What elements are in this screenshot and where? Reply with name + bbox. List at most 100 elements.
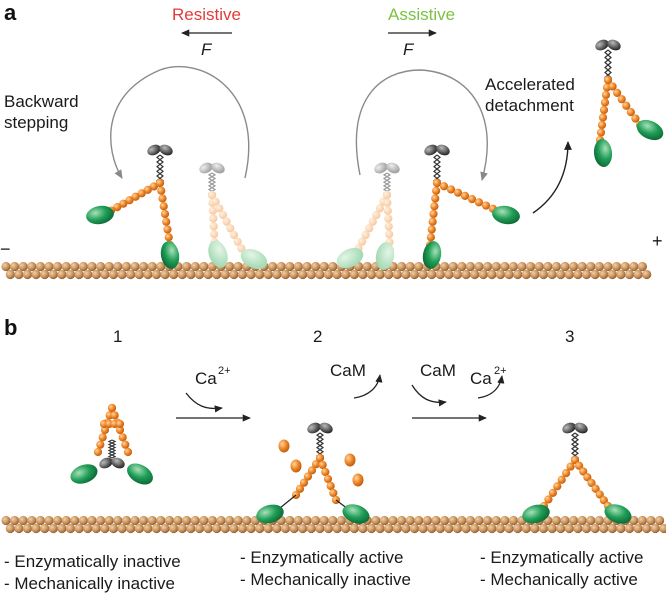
- actin-bead: [151, 523, 162, 534]
- lever-arm-bead: [208, 206, 217, 215]
- actin-bead: [87, 515, 97, 526]
- actin-bead: [470, 523, 480, 534]
- cargo-binding-domain: [319, 422, 333, 434]
- actin-bead: [624, 523, 635, 534]
- lever-arm-bead: [321, 467, 330, 477]
- cargo-binding-domain: [211, 162, 225, 174]
- actin-bead: [448, 515, 458, 526]
- lever-arm-bead: [215, 204, 224, 213]
- actin-bead: [500, 261, 510, 272]
- actin-bead: [31, 269, 41, 280]
- lever-arm-bead: [579, 467, 588, 476]
- actin-bead: [487, 523, 497, 534]
- motor-head: [375, 242, 395, 270]
- lever-arm-bead: [210, 230, 219, 239]
- actin-bead: [276, 261, 286, 272]
- lever-arm-bead: [570, 455, 580, 465]
- actin-bead: [207, 515, 217, 526]
- actin-bead: [96, 515, 106, 526]
- actin-bead: [31, 523, 41, 534]
- resistive-label: Resistive: [172, 5, 241, 24]
- motor-head: [522, 504, 550, 524]
- actin-bead: [126, 269, 136, 280]
- actin-bead: [35, 515, 46, 526]
- actin-bead: [366, 523, 377, 534]
- actin-bead: [379, 515, 389, 526]
- actin-bead: [440, 515, 450, 526]
- cargo-binding-domain: [574, 422, 588, 434]
- actin-bead: [513, 523, 523, 534]
- actin-bead: [624, 269, 635, 280]
- actin-bead: [164, 515, 174, 526]
- lever-arm-bead: [358, 237, 367, 246]
- actin-bead: [560, 515, 570, 526]
- calcium-charge-b: 2+: [494, 365, 507, 377]
- resistive-force-symbol: F: [201, 40, 213, 59]
- actin-bead: [280, 269, 291, 280]
- actin-bead: [237, 523, 248, 534]
- lever-arm-bead: [315, 453, 325, 463]
- actin-bead: [478, 523, 488, 534]
- lever-arm-bead: [597, 120, 607, 130]
- motor-head: [593, 139, 613, 167]
- actin-filament-a: [1, 261, 652, 280]
- actin-bead: [650, 523, 660, 534]
- actin-bead: [121, 261, 131, 272]
- lever-arm-bead: [474, 198, 484, 207]
- lever-arm-bead: [439, 182, 449, 191]
- actin-bead: [418, 269, 428, 280]
- myosin-motors-a: [86, 39, 664, 270]
- calcium-binding-arrow: [185, 392, 223, 413]
- actin-bead: [581, 523, 592, 534]
- detachment-arrow: [532, 141, 572, 214]
- actin-bead: [5, 523, 15, 534]
- actin-bead: [121, 515, 131, 526]
- actin-bead: [233, 261, 243, 272]
- actin-bead: [547, 269, 557, 280]
- actin-bead: [581, 269, 592, 280]
- actin-bead: [139, 261, 149, 272]
- actin-bead: [341, 269, 351, 280]
- actin-bead: [306, 269, 316, 280]
- step-number-3: 3: [565, 327, 574, 346]
- cargo-binding-domain: [111, 457, 125, 469]
- actin-bead: [538, 269, 549, 280]
- lever-arm-bead: [368, 217, 377, 226]
- actin-bead: [573, 523, 583, 534]
- actin-bead: [78, 261, 88, 272]
- lever-arm-bead: [598, 113, 608, 122]
- motor-head: [160, 241, 180, 269]
- actin-bead: [629, 261, 639, 272]
- actin-bead: [134, 269, 144, 280]
- actin-bead: [212, 269, 222, 280]
- cargo-binding-domain: [147, 144, 161, 156]
- state-3-line-1: - Enzymatically active: [480, 548, 643, 567]
- lever-arm-bead: [361, 230, 370, 240]
- lever-arm-bead: [384, 222, 393, 231]
- actin-bead: [349, 269, 359, 280]
- actin-bead: [61, 261, 71, 272]
- lever-arm-bead: [626, 108, 635, 117]
- actin-bead: [612, 261, 622, 272]
- cargo-binding-domain: [374, 162, 388, 174]
- actin-bead: [212, 523, 222, 534]
- lever-arm-bead: [93, 447, 103, 457]
- actin-bead: [409, 269, 420, 280]
- actin-bead: [108, 523, 119, 534]
- actin-bead: [418, 523, 428, 534]
- actin-bead: [108, 269, 119, 280]
- actin-bead: [319, 261, 329, 272]
- actin-bead: [130, 515, 140, 526]
- calcium-label-b: Ca: [470, 369, 492, 388]
- actin-bead: [362, 261, 372, 272]
- lever-arm-bead: [631, 114, 640, 123]
- actin-bead: [315, 269, 325, 280]
- coiled-coil-strand: [315, 432, 325, 459]
- lever-arm-bead: [211, 197, 220, 206]
- actin-bead: [35, 261, 46, 272]
- actin-bead: [401, 523, 411, 534]
- actin-bead: [57, 523, 67, 534]
- lever-arm-bead: [372, 210, 381, 220]
- actin-bead: [341, 523, 351, 534]
- actin-bead: [564, 269, 574, 280]
